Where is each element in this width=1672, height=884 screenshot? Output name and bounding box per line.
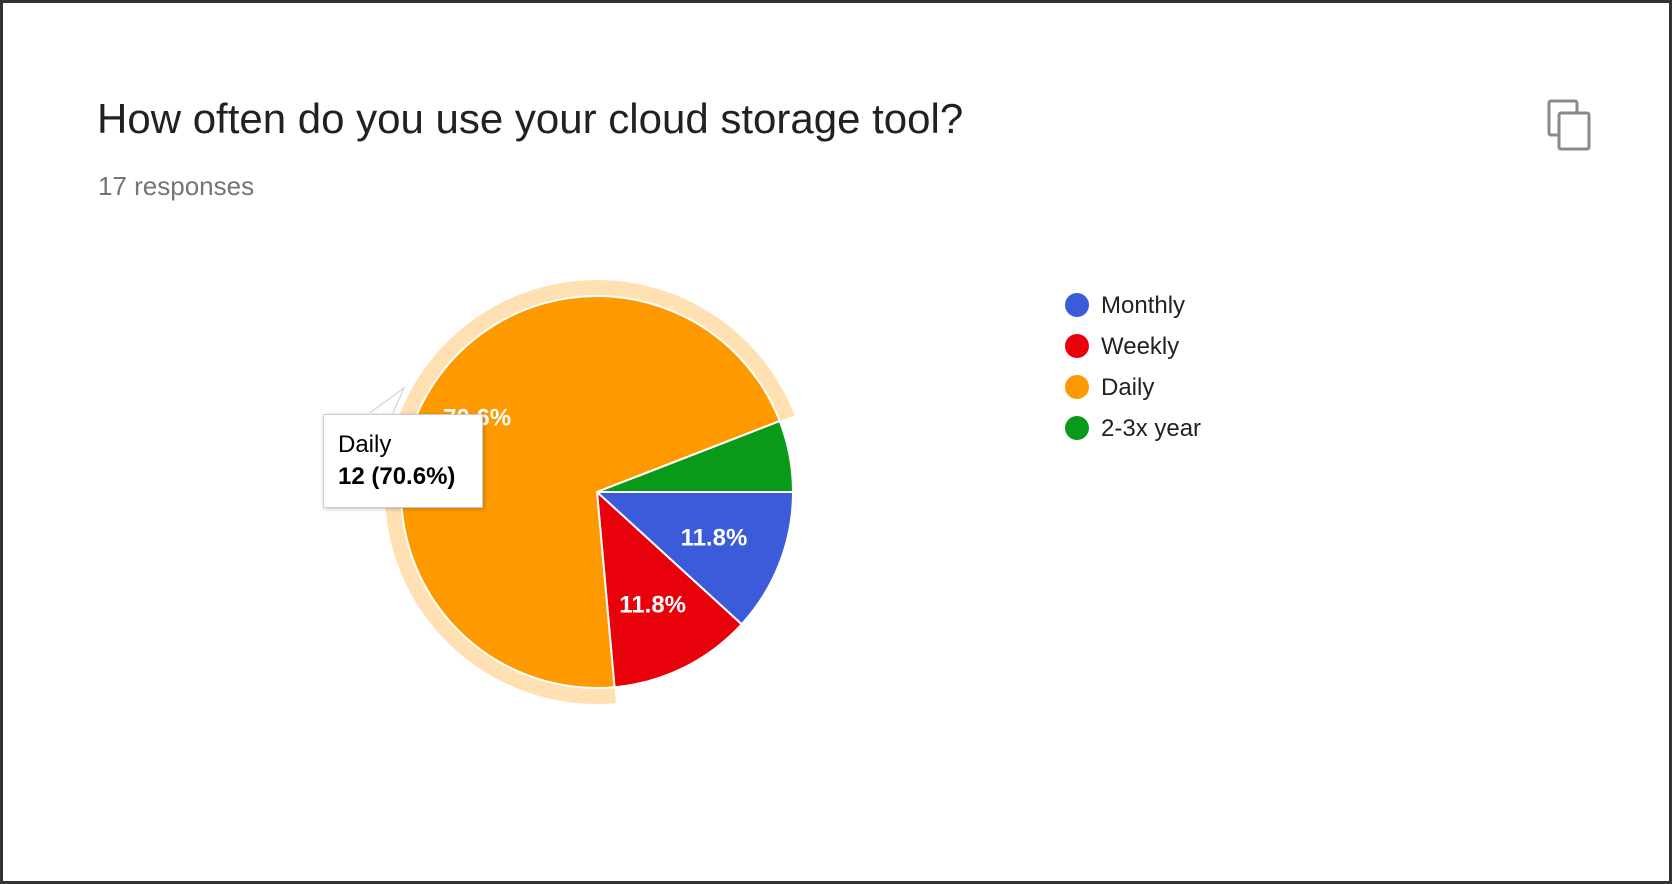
copy-icon[interactable] — [1546, 99, 1594, 151]
slice-label-weekly: 11.8% — [619, 591, 686, 618]
pie-slice-weekly[interactable] — [595, 489, 744, 689]
legend-label-daily[interactable]: Daily — [1101, 374, 1154, 401]
response-count: 17 responses — [98, 171, 255, 201]
slice-label-monthly: 11.8% — [681, 524, 748, 551]
pie-slice-2-3x-year[interactable] — [596, 419, 795, 493]
legend-marker-weekly[interactable] — [1065, 334, 1089, 358]
question-title: How often do you use your cloud storage … — [97, 95, 964, 142]
tooltip-label: Daily — [338, 431, 392, 458]
legend-marker-2-3x-year[interactable] — [1065, 416, 1089, 440]
legend-label-2-3x-year[interactable]: 2-3x year — [1101, 415, 1201, 442]
legend-label-weekly[interactable]: Weekly — [1101, 333, 1179, 360]
legend-marker-daily[interactable] — [1065, 375, 1089, 399]
legend-label-monthly[interactable]: Monthly — [1101, 292, 1185, 319]
legend-marker-monthly[interactable] — [1065, 293, 1089, 317]
pie-slice-daily[interactable] — [400, 295, 782, 689]
tooltip-value: 12 (70.6%) — [338, 463, 456, 490]
slice-tooltip: Daily 12 (70.6%) — [323, 414, 483, 508]
pie-slice-monthly[interactable] — [594, 491, 795, 626]
